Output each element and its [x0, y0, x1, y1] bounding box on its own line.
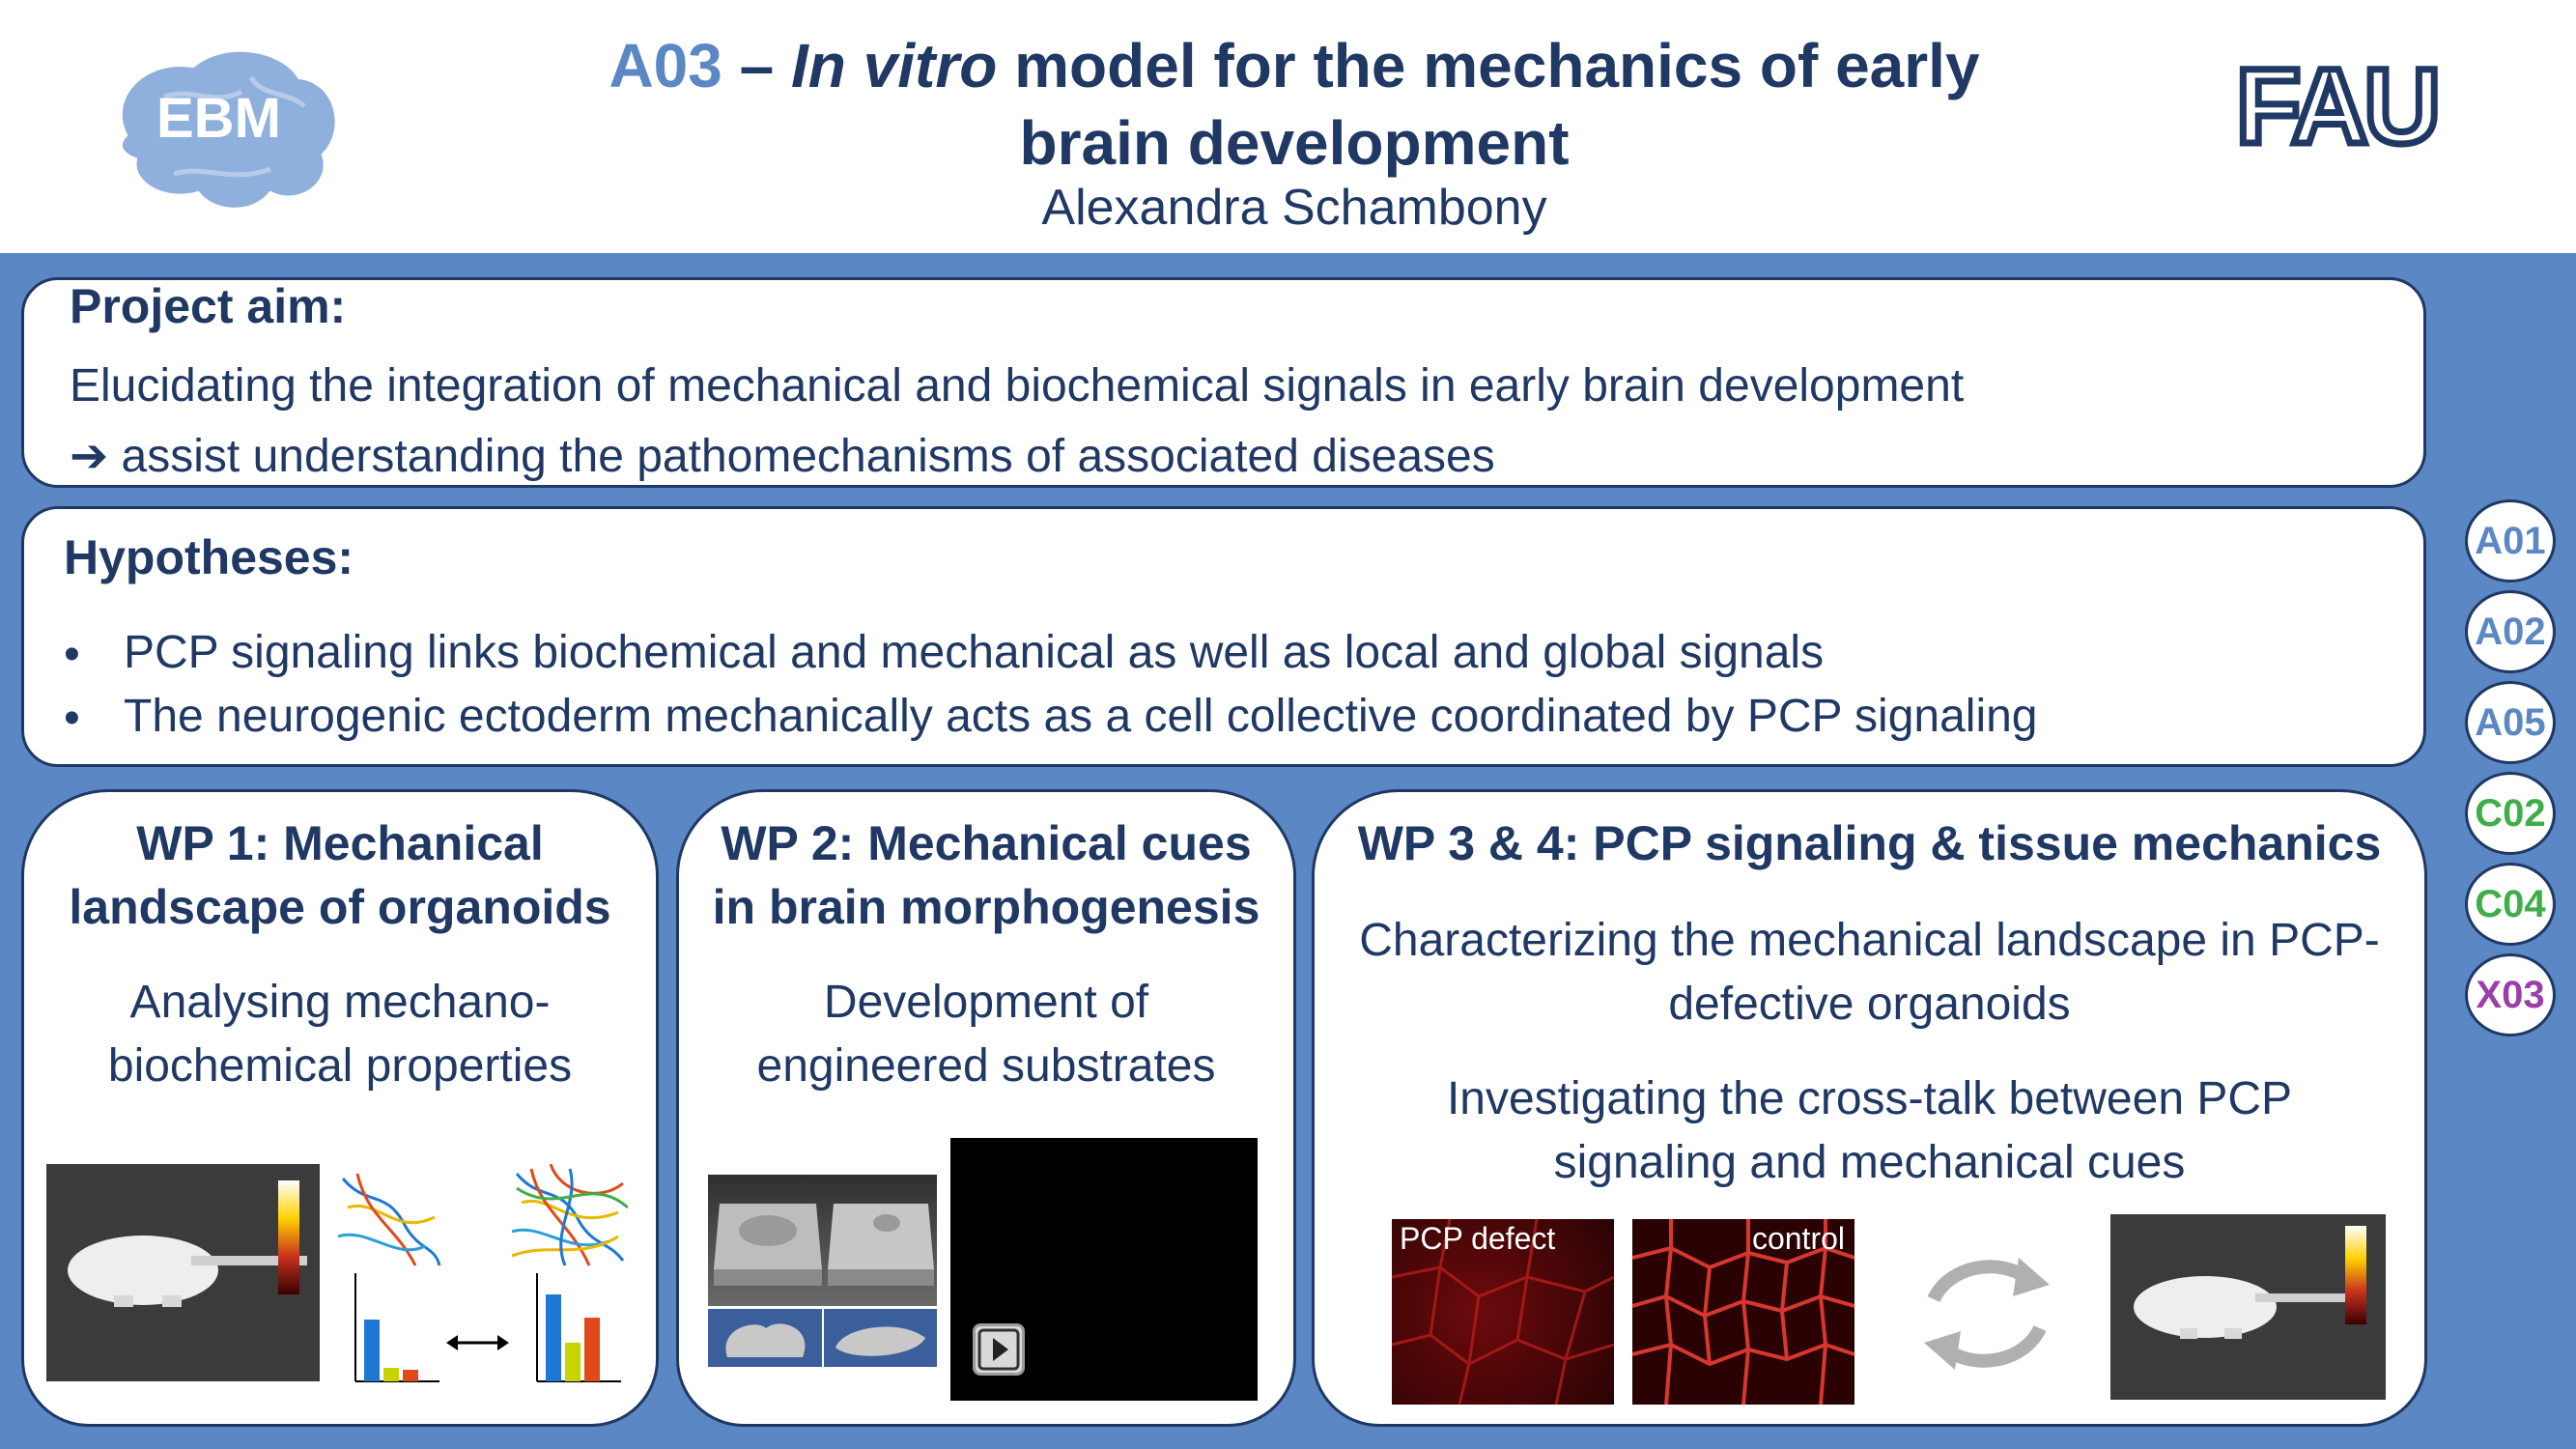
ebm-logo-text: EBM	[156, 87, 281, 150]
project-aim-box	[21, 277, 2426, 488]
project-aim-goal: ➔ assist understanding the pathomechanis…	[70, 431, 1495, 482]
project-badge-a02[interactable]: A02	[2465, 590, 2556, 673]
brain-shape	[118, 47, 339, 212]
ebm-logo: EBM	[118, 47, 339, 212]
organoid-render	[46, 1164, 320, 1381]
substrate-photo-2	[824, 1309, 937, 1367]
hypotheses-box	[21, 506, 2426, 767]
project-code: A03	[609, 31, 722, 100]
header	[0, 0, 2576, 253]
hypothesis-bullet: •	[64, 693, 80, 744]
organoid-render-2	[2110, 1214, 2386, 1400]
wp34-description-2: Investigating the cross-talk between PCP…	[1446, 1073, 2293, 1188]
pcp-defect-image: PCP defect	[1392, 1219, 1614, 1405]
poster-title: A03 – In vitro model for the mechanics o…	[609, 31, 1980, 100]
project-badge-c04[interactable]: C04	[2465, 863, 2556, 946]
wp34-description-1: Characterizing the mechanical landscape …	[1359, 915, 2380, 1030]
wp1-description: Analysing mechano-biochemical properties	[107, 977, 573, 1092]
author: Alexandra Schambony	[1041, 180, 1547, 236]
color-scale-bar-2	[2345, 1226, 2366, 1324]
fau-logo: FAU	[2233, 56, 2445, 153]
play-icon	[977, 1328, 1020, 1371]
bar-chart-before	[354, 1273, 439, 1382]
hypothesis-item: The neurogenic ectoderm mechanically act…	[124, 691, 2038, 742]
project-aim-text: Elucidating the integration of mechanica…	[70, 360, 1965, 412]
fiber-network-sparse	[338, 1173, 441, 1266]
color-scale-bar	[278, 1180, 299, 1294]
bar-chart-after	[536, 1273, 621, 1382]
video-play-button[interactable]	[973, 1323, 1025, 1376]
control-label: control	[1751, 1221, 1845, 1256]
substrate-render	[708, 1175, 937, 1306]
project-badge-c02[interactable]: C02	[2465, 772, 2556, 855]
wp34-title: WP 3 & 4: PCP signaling & tissue mechani…	[1357, 816, 2382, 870]
hypotheses-heading: Hypotheses:	[64, 530, 354, 584]
comparison-arrow-icon	[446, 1335, 509, 1350]
pcp-defect-label: PCP defect	[1400, 1221, 1556, 1256]
project-badge-a05[interactable]: A05	[2465, 681, 2556, 764]
fau-logo-text: FAU	[2236, 56, 2437, 153]
project-aim-heading: Project aim:	[70, 279, 347, 333]
fiber-network-dense	[512, 1164, 628, 1266]
control-image: control	[1632, 1219, 1854, 1405]
poster-title-line2: brain development	[1019, 108, 1570, 178]
hypothesis-bullet: •	[64, 629, 80, 680]
hypothesis-item: PCP signaling links biochemical and mech…	[124, 627, 1825, 678]
cycle-arrows-icon	[1924, 1258, 2050, 1370]
project-badge-a01[interactable]: A01	[2465, 499, 2556, 582]
project-badge-x03[interactable]: X03	[2465, 953, 2556, 1037]
substrate-photo-1	[708, 1309, 822, 1367]
